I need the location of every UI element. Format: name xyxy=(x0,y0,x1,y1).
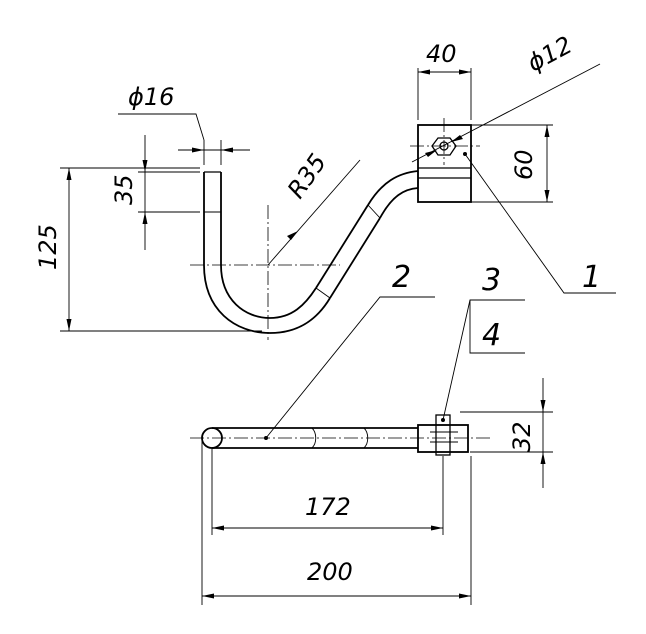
dim-label-32: 32 xyxy=(508,421,536,452)
dim32-arrow-bottom xyxy=(540,452,546,464)
dim172-arrow-left xyxy=(212,525,224,531)
tube-upper-bend-bottom xyxy=(379,187,419,219)
dim-label-R35: R35 xyxy=(282,149,332,204)
dim12-arrow-1 xyxy=(425,150,437,157)
dim60-arrow-top xyxy=(544,125,550,137)
dim-label-200: 200 xyxy=(307,558,353,586)
dimR35-arrow xyxy=(287,231,298,240)
clamp-body xyxy=(417,124,472,203)
tube-bend-outer xyxy=(203,264,331,334)
callout-part-3: 3 xyxy=(482,263,501,298)
dimension-text: 40 ϕ12 60 ϕ16 35 125 R35 32 172 200 xyxy=(34,31,577,586)
dim16-arrow-left xyxy=(192,147,204,153)
part2-leader xyxy=(265,296,435,439)
dim200-arrow-right xyxy=(459,593,471,599)
dim-label-d12: ϕ12 xyxy=(523,31,577,77)
part1-leader xyxy=(464,153,616,294)
tube-bend-inner xyxy=(220,264,317,319)
callout-leaders xyxy=(265,153,616,439)
dim-label-60: 60 xyxy=(510,149,538,180)
callout-part-1: 1 xyxy=(582,260,601,295)
dim40-arrow-left xyxy=(418,69,430,75)
dim60-arrow-bottom xyxy=(544,190,550,202)
callout-part-4: 4 xyxy=(482,318,501,353)
dim-label-40: 40 xyxy=(426,40,457,68)
dim12-arrow-2 xyxy=(451,135,463,142)
tube-upper-bend-top xyxy=(367,170,419,206)
dim16-arrow-right xyxy=(221,147,233,153)
tube-elevation-view xyxy=(190,118,480,340)
dim-label-125: 125 xyxy=(34,224,62,270)
dim172-arrow-right xyxy=(431,525,443,531)
tube-diagonal-section xyxy=(367,204,381,219)
dim16-leader xyxy=(118,113,205,141)
dim40-arrow-right xyxy=(459,69,471,75)
tube-diagonal-lower xyxy=(329,217,381,299)
tube-plan-view xyxy=(190,414,490,456)
callout-part-2: 2 xyxy=(392,260,411,295)
dim32-arrow-top xyxy=(540,400,546,412)
part4-shelf xyxy=(469,300,525,354)
dim12-leader xyxy=(411,63,601,163)
dim35-arrow-top xyxy=(142,160,148,172)
callout-numbers: 1 2 3 4 xyxy=(392,260,601,353)
dim125-arrow-top xyxy=(66,168,72,180)
plan-clamp-body xyxy=(417,424,469,453)
plan-tube-arc-1 xyxy=(311,427,317,449)
tube-diagonal-upper xyxy=(315,204,369,289)
plan-bolt-head xyxy=(435,414,451,456)
dimR35-leader xyxy=(267,159,361,266)
dim-label-d16: ϕ16 xyxy=(128,83,174,111)
dim-label-35: 35 xyxy=(110,174,138,205)
dim125-arrow-bottom xyxy=(66,319,72,331)
dim35-arrow-bottom xyxy=(142,212,148,224)
dim-label-172: 172 xyxy=(305,493,351,521)
dim200-arrow-left xyxy=(202,593,214,599)
tube-bend-section xyxy=(315,287,331,299)
dimension-lines xyxy=(60,63,601,605)
